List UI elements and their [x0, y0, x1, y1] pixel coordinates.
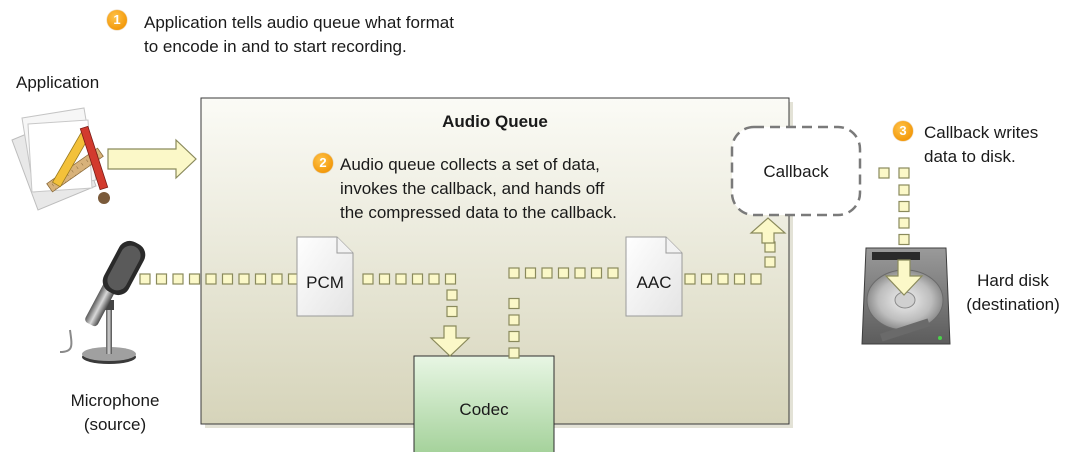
flow-dot: [378, 273, 391, 285]
flow-dot: [446, 289, 458, 301]
arrow-into-hard-disk: [884, 259, 924, 296]
flow-dot: [557, 267, 570, 279]
audio-queue-title: Audio Queue: [442, 112, 548, 131]
codec-box: [413, 355, 555, 452]
aac-document-icon: [625, 236, 683, 317]
flow-dot: [733, 273, 746, 285]
flow-dot: [205, 273, 217, 285]
codec-label: Codec: [459, 400, 509, 419]
flow-dot: [238, 273, 250, 285]
flow-dot: [684, 273, 696, 285]
flow-dot: [254, 273, 267, 285]
step-2-text-line-2: invokes the callback, and hands off: [340, 179, 605, 198]
flow-dot: [155, 273, 168, 285]
flow-dot: [898, 200, 910, 213]
step-1-badge: 1: [107, 10, 127, 30]
hard-disk-label-line-1: Hard disk: [977, 271, 1049, 290]
step-2-text-line-3: the compressed data to the callback.: [340, 203, 617, 222]
flow-dot: [574, 267, 586, 279]
step-3-text-line-2: data to disk.: [924, 147, 1016, 166]
flow-dot: [508, 267, 520, 279]
application-arrow: [107, 138, 197, 180]
arrow-into-codec: [429, 325, 471, 357]
aac-label: AAC: [636, 273, 672, 292]
flow-dot: [428, 273, 440, 285]
data-flow-dots: [139, 167, 910, 359]
flow-dot: [221, 273, 234, 285]
pcm-label: PCM: [306, 273, 344, 292]
flow-dot: [508, 330, 520, 343]
step-3-text-line-1: Callback writes: [924, 123, 1039, 142]
callback-box: [730, 125, 862, 217]
flow-dot: [541, 267, 553, 279]
microphone-label-line-1: Microphone: [70, 391, 160, 410]
flow-dot: [508, 347, 520, 359]
step-1-text-line-2: to encode in and to start recording.: [144, 37, 407, 56]
flow-dot: [764, 256, 776, 268]
flow-dot: [717, 273, 729, 285]
pcm-document-icon: [296, 236, 354, 317]
flow-dot: [508, 297, 520, 310]
flow-dot: [444, 273, 457, 285]
microphone-icon: [59, 240, 146, 364]
flow-dot: [898, 167, 910, 179]
hard-disk-label-line-2: (destination): [966, 295, 1060, 314]
flow-dot: [898, 184, 910, 196]
flow-dot: [508, 314, 520, 326]
flow-dot: [750, 273, 762, 285]
flow-dot: [607, 267, 619, 279]
flow-dot: [590, 267, 603, 279]
flow-dot: [188, 273, 201, 285]
flow-dot: [362, 273, 374, 285]
flow-dot: [700, 273, 713, 285]
flow-dot: [271, 273, 283, 285]
flow-dot: [898, 217, 910, 229]
flow-dot: [139, 273, 151, 285]
hard-disk-icon: [861, 247, 951, 345]
application-icon: [11, 107, 110, 211]
step-2-badge: 2: [313, 153, 333, 173]
application-label: Application: [16, 73, 100, 92]
flow-dot: [446, 305, 458, 318]
arrow-into-callback: [749, 217, 787, 244]
step-2-text-line-1: Audio queue collects a set of data,: [340, 155, 600, 174]
flow-dot: [524, 267, 537, 279]
flow-dot: [172, 273, 184, 285]
flow-dot: [898, 233, 910, 246]
callback-label: Callback: [763, 162, 829, 181]
step-3-badge: 3: [893, 121, 913, 141]
step-1-text-line-1: Application tells audio queue what forma…: [144, 13, 454, 32]
flow-dot: [395, 273, 407, 285]
microphone-label-line-2: (source): [83, 415, 147, 434]
flow-dot: [878, 167, 890, 179]
audio-queue-box: [200, 97, 793, 428]
flow-dot: [411, 273, 424, 285]
